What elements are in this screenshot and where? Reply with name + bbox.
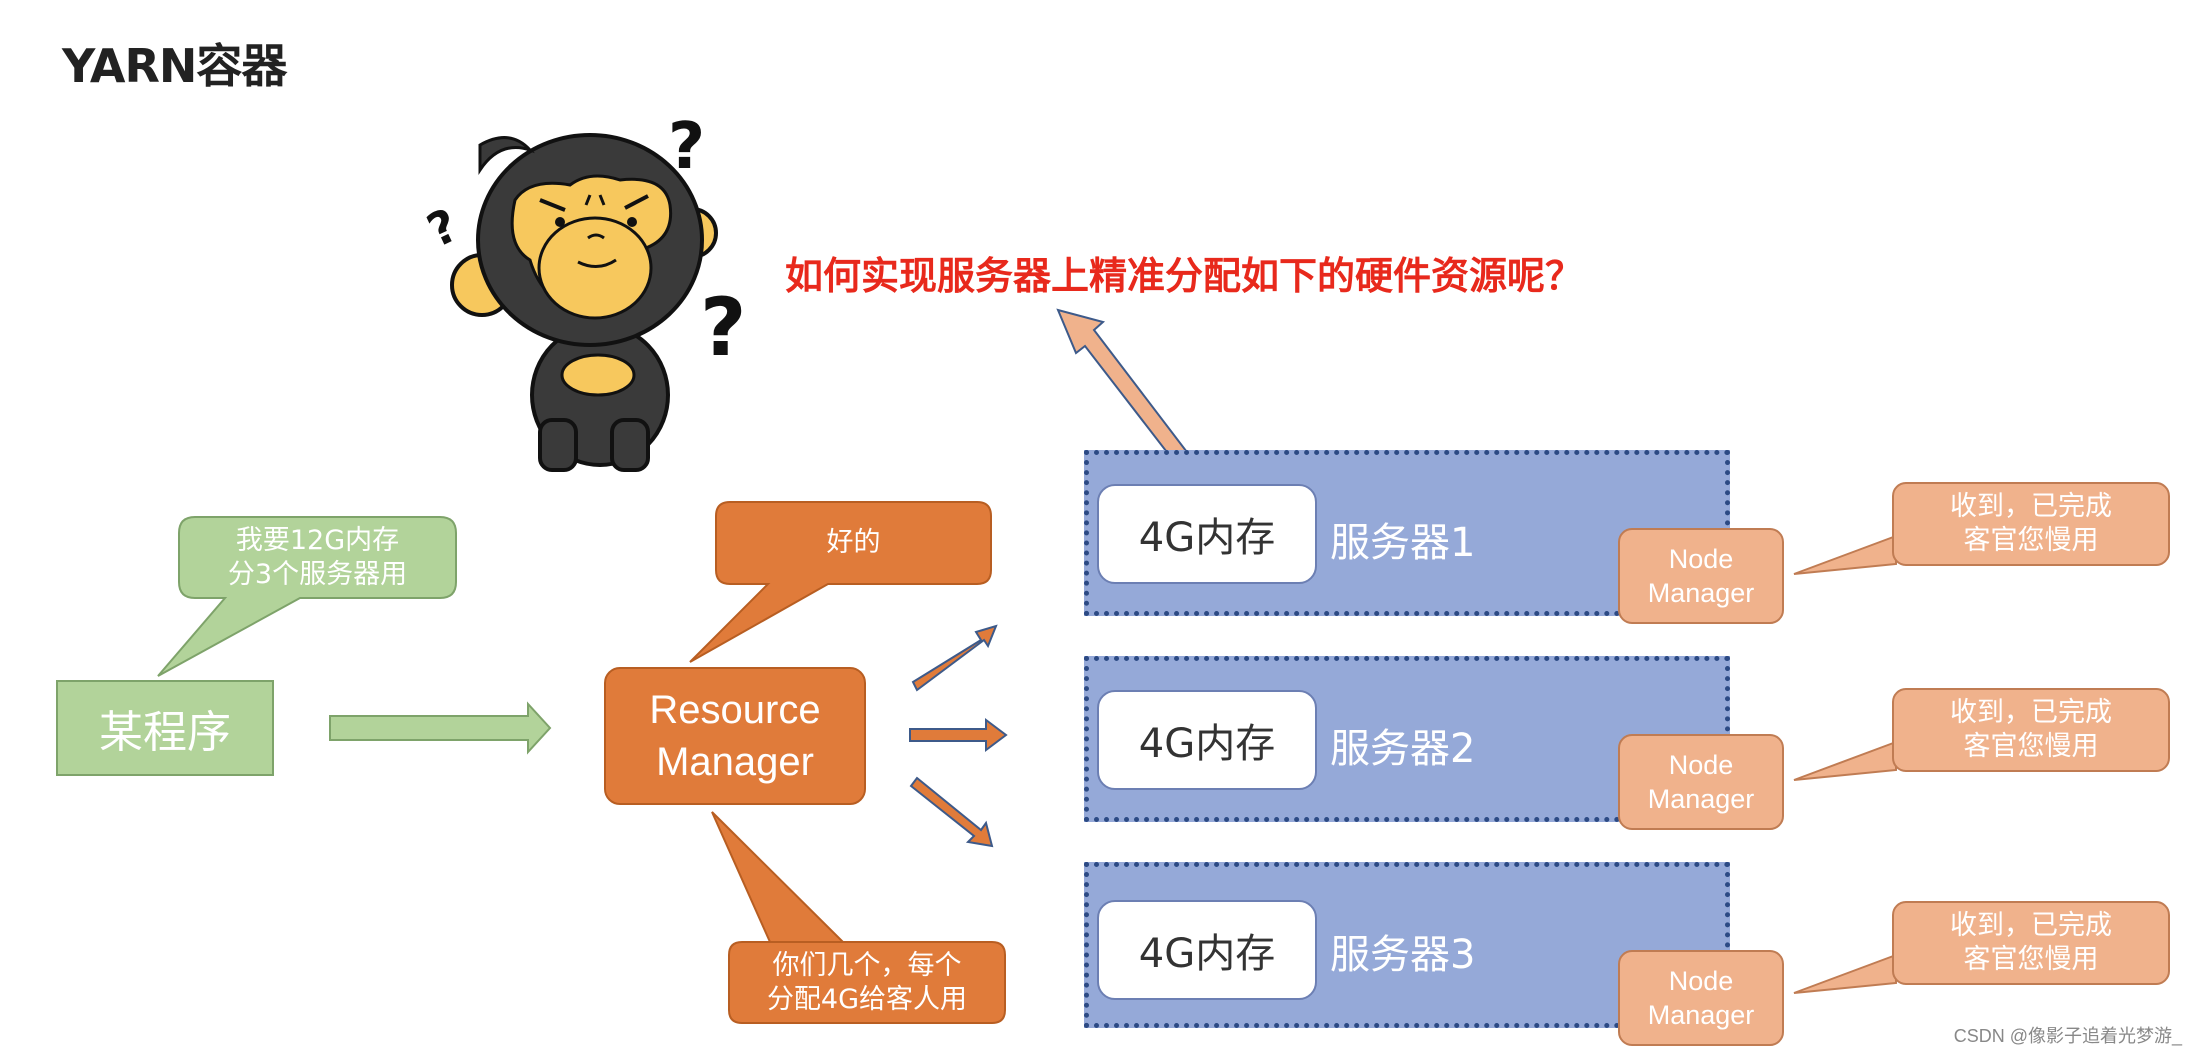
server-1-reply-bubble: 收到，已完成 客官您慢用	[1892, 482, 2170, 566]
program-speech-line-2: 分3个服务器用	[227, 558, 408, 590]
server-3-label: 服务器3	[1330, 932, 1476, 978]
server-2-node-manager: Node Manager	[1618, 734, 1784, 830]
reply-line-2: 客官您慢用	[1963, 525, 2099, 556]
page-title: YARN容器	[62, 39, 287, 93]
server-1-memory: 4G内存	[1097, 484, 1317, 584]
program-to-rm-arrow	[329, 701, 552, 755]
program-box: 某程序	[56, 680, 274, 776]
reply-line-1: 收到，已完成	[1950, 697, 2112, 728]
reply-line-2: 客官您慢用	[1963, 731, 2099, 762]
rm-instruction-line-1: 你们几个，每个	[772, 949, 962, 981]
reply-line-1: 收到，已完成	[1950, 910, 2112, 941]
node-label-line-2: Manager	[1647, 578, 1755, 608]
node-reply-tails	[1793, 534, 1897, 994]
rm-instruction-text: 你们几个，每个 分配4G给客人用	[731, 944, 1003, 1021]
node-label-line-1: Node	[1668, 544, 1734, 574]
rm-instruction-bubble	[711, 811, 1006, 1024]
server-1-node-manager: Node Manager	[1618, 528, 1784, 624]
diagram-question: 如何实现服务器上精准分配如下的硬件资源呢？	[785, 254, 1584, 298]
svg-text:?: ?	[700, 281, 746, 374]
confused-monkey-icon: ? ? ?	[419, 110, 746, 472]
server-2-reply-bubble: 收到，已完成 客官您慢用	[1892, 688, 2170, 772]
rm-label-line-2: Manager	[656, 740, 814, 784]
svg-text:?: ?	[419, 198, 466, 258]
node-label-line-2: Manager	[1647, 1000, 1755, 1030]
program-speech-bubble	[157, 516, 457, 677]
node-label-line-2: Manager	[1647, 784, 1755, 814]
server-3-reply-bubble: 收到，已完成 客官您慢用	[1892, 901, 2170, 985]
node-label-line-1: Node	[1668, 966, 1734, 996]
reply-line-1: 收到，已完成	[1950, 491, 2112, 522]
server-3-memory: 4G内存	[1097, 900, 1317, 1000]
server-2-memory: 4G内存	[1097, 690, 1317, 790]
rm-label-line-1: Resource	[649, 688, 821, 732]
rm-instruction-line-2: 分配4G给客人用	[766, 983, 968, 1015]
program-speech-line-1: 我要12G内存	[235, 524, 400, 556]
reply-line-2: 客官您慢用	[1963, 944, 2099, 975]
node-label-line-1: Node	[1668, 750, 1734, 780]
rm-to-server-arrows	[909, 624, 1008, 848]
watermark: CSDN @像影子追着光梦游_	[1953, 1026, 2182, 1046]
rm-reply-bubble	[689, 501, 992, 663]
server-3-node-manager: Node Manager	[1618, 950, 1784, 1046]
program-speech-text: 我要12G内存 分3个服务器用	[181, 519, 454, 596]
server-2-label: 服务器2	[1330, 726, 1476, 772]
resource-manager-box: Resource Manager	[604, 667, 866, 805]
server-1-label: 服务器1	[1330, 520, 1476, 566]
rm-reply-text: 好的	[826, 527, 881, 558]
